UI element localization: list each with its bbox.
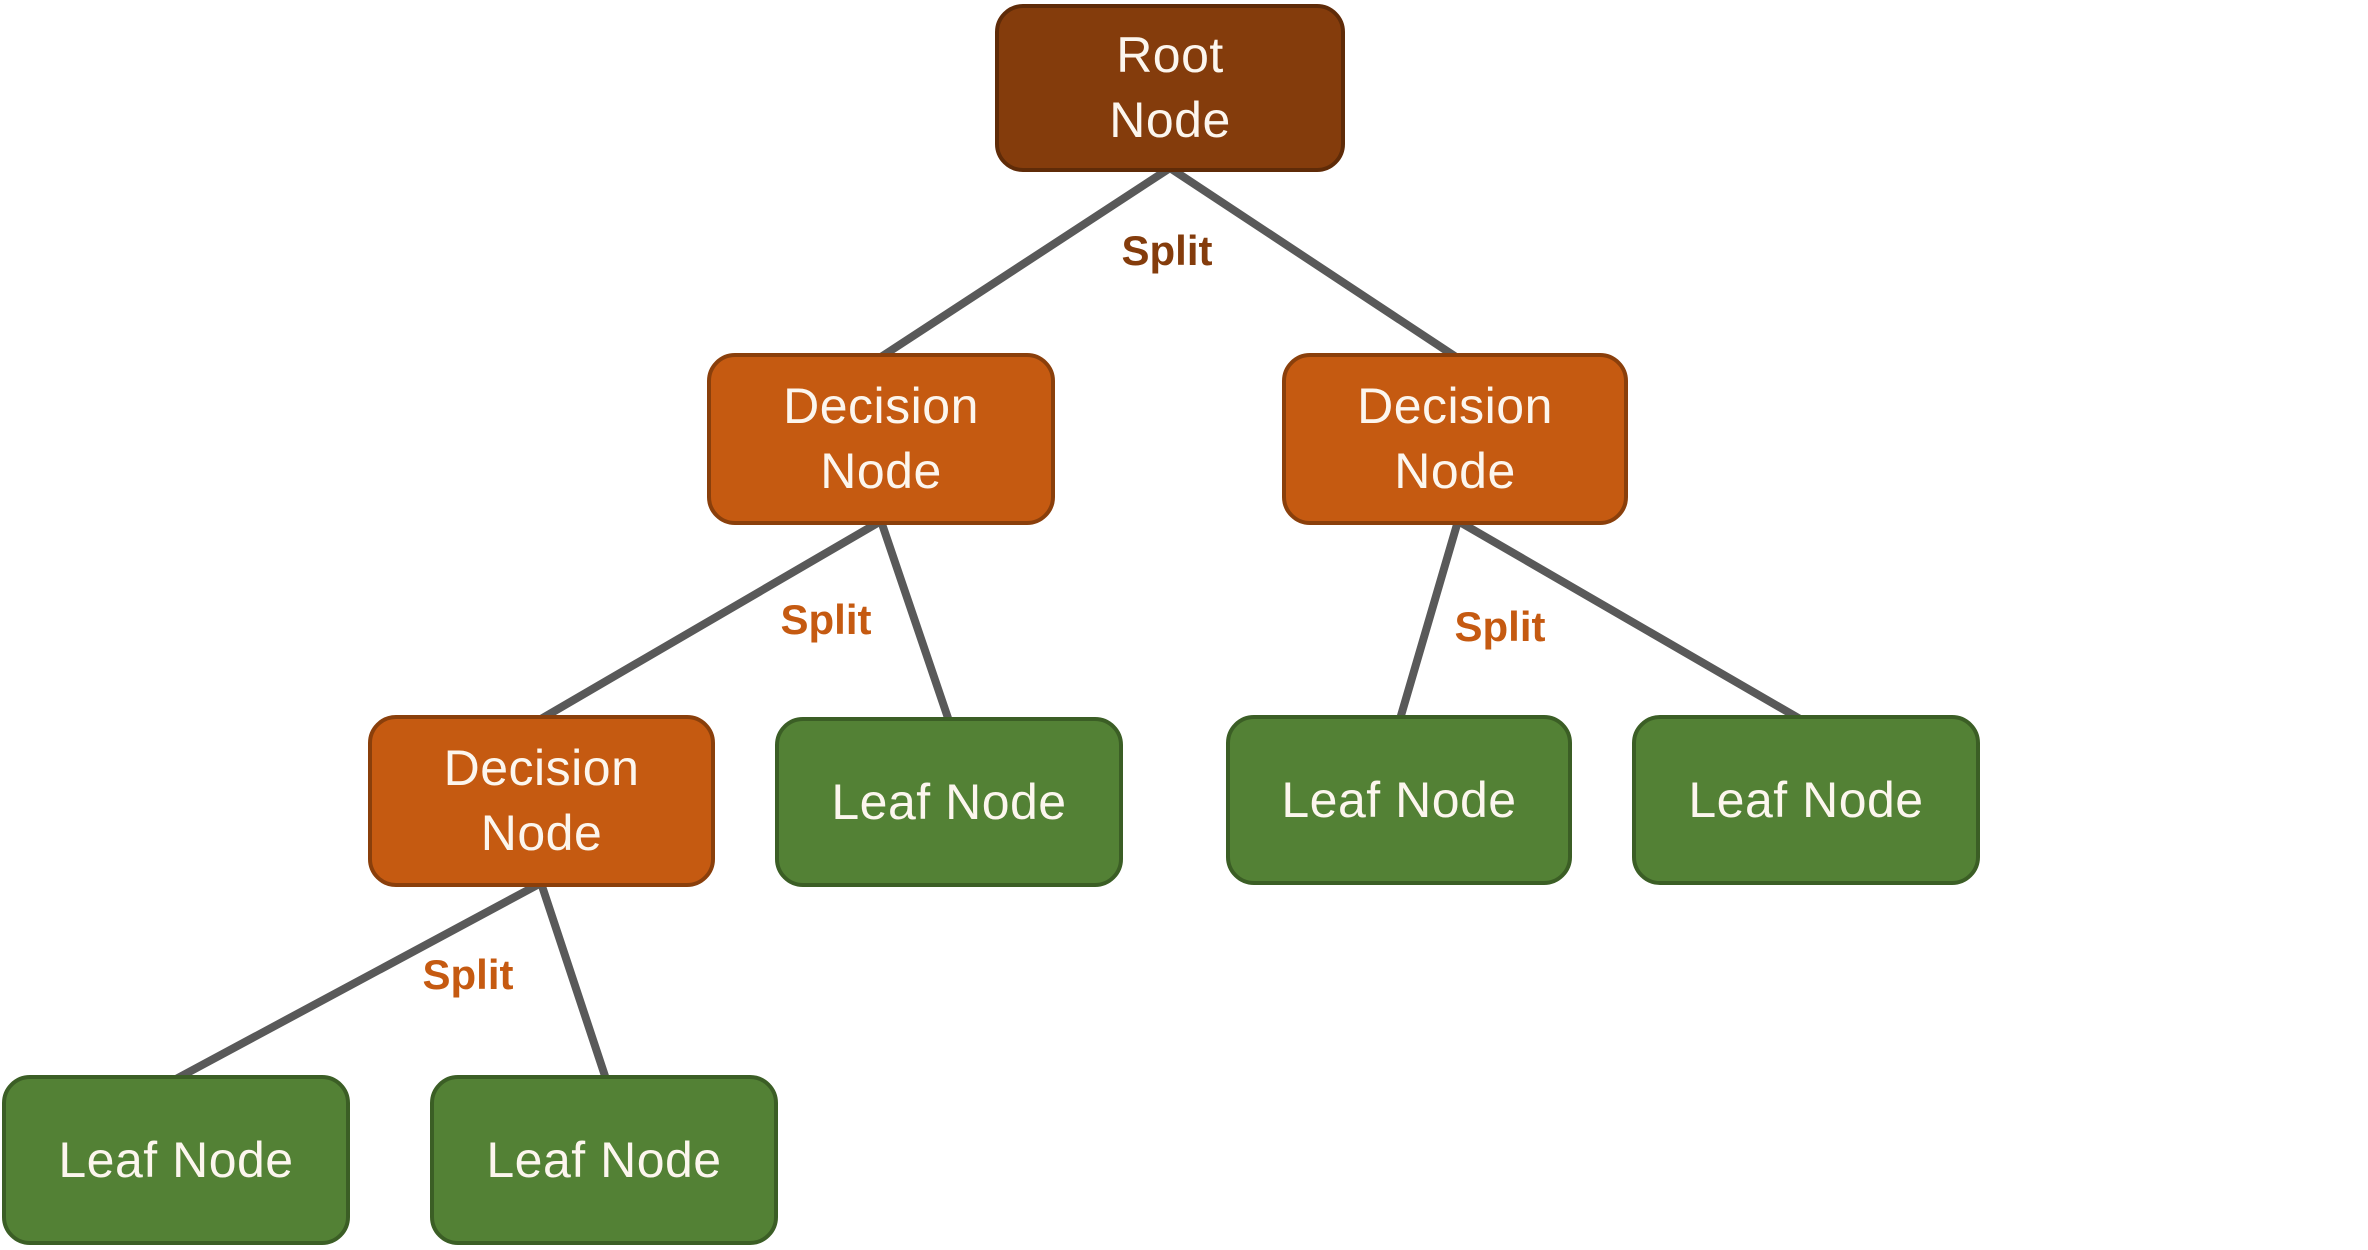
leaf-node-mid-left: Leaf Node xyxy=(775,717,1123,887)
node-label-line: Leaf Node xyxy=(1688,771,1924,828)
node-label-line: Decision xyxy=(1357,378,1553,434)
leaf-node-right: Leaf Node xyxy=(1632,715,1980,885)
node-label-line: Decision xyxy=(783,378,979,434)
node-label-line: Node xyxy=(480,805,603,861)
leaf-node-bottom-left: Leaf Node xyxy=(2,1075,350,1245)
root-node: Root Node xyxy=(995,4,1345,172)
leaf-node-bottom-second: Leaf Node xyxy=(430,1075,778,1245)
decision-node-level3: Decision Node xyxy=(368,715,715,887)
edge-d3-leaf4 xyxy=(172,879,545,1083)
node-label-line: Leaf Node xyxy=(58,1131,294,1188)
node-label-line: Node xyxy=(1109,92,1231,148)
edge-root-d2 xyxy=(1166,164,1460,361)
edge-label-split-left: Split xyxy=(780,596,872,643)
edge-d2-leaf3 xyxy=(1454,517,1804,723)
node-label-line: Node xyxy=(820,443,942,499)
node-label-line: Decision xyxy=(443,740,640,796)
node-label-line: Node xyxy=(1394,443,1516,499)
decision-node-left: Decision Node xyxy=(707,353,1055,525)
edge-label-split-root: Split xyxy=(1121,227,1213,274)
edge-d1-leaf1 xyxy=(877,517,953,725)
edge-label-split-level3: Split xyxy=(422,951,514,998)
node-label-line: Root xyxy=(1116,27,1224,83)
edge-d2-leaf2 xyxy=(1396,517,1462,723)
node-label-line: Leaf Node xyxy=(1281,771,1517,828)
node-label-line: Leaf Node xyxy=(486,1131,722,1188)
edge-root-d1 xyxy=(877,164,1174,361)
decision-node-right: Decision Node xyxy=(1282,353,1628,525)
edge-d1-d3 xyxy=(537,517,885,723)
edge-label-split-right: Split xyxy=(1454,603,1546,650)
node-label-line: Leaf Node xyxy=(831,773,1067,830)
leaf-node-mid-right: Leaf Node xyxy=(1226,715,1572,885)
edge-d3-leaf5 xyxy=(537,879,610,1083)
